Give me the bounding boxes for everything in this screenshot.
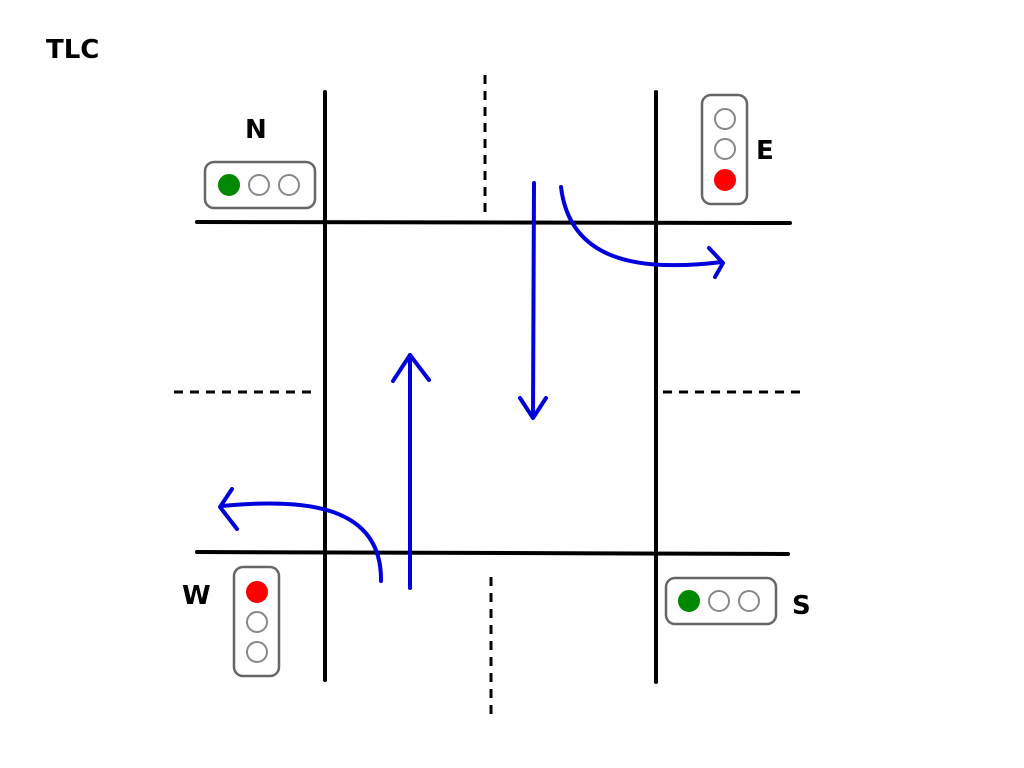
signal-north: N [203, 115, 317, 210]
signal-east-light-3 [714, 169, 736, 191]
signal-south: S [664, 576, 811, 626]
movement-arrows [218, 181, 725, 590]
road-edge-south-horizontal [195, 550, 790, 556]
diagram-title: TLC [46, 35, 99, 65]
road-edges [195, 90, 792, 684]
road-edge-north-horizontal [195, 220, 792, 225]
arrow-west-turn [218, 487, 384, 583]
signal-west-light-2 [246, 611, 268, 633]
signal-south-label: S [792, 591, 811, 621]
signal-west: W [182, 565, 281, 678]
signal-south-light-1 [678, 590, 700, 612]
signal-north-light-2 [248, 174, 270, 196]
signal-east-light-2 [714, 138, 736, 160]
signal-west-light-1 [246, 581, 268, 603]
signal-south-light-3 [738, 590, 760, 612]
signal-south-light-2 [708, 590, 730, 612]
signal-east-light-1 [714, 108, 736, 130]
signal-north-light-1 [218, 174, 240, 196]
signal-west-label: W [182, 581, 211, 611]
arrow-east-turn [559, 185, 725, 279]
signal-north-light-3 [278, 174, 300, 196]
signal-east-label: E [756, 136, 774, 166]
signal-north-label: N [245, 115, 267, 145]
arrow-northbound-straight [391, 353, 431, 590]
arrow-southbound-straight [518, 181, 548, 420]
lane-dividers [174, 75, 803, 716]
signal-east: E [700, 93, 774, 206]
signal-west-light-3 [246, 641, 268, 663]
